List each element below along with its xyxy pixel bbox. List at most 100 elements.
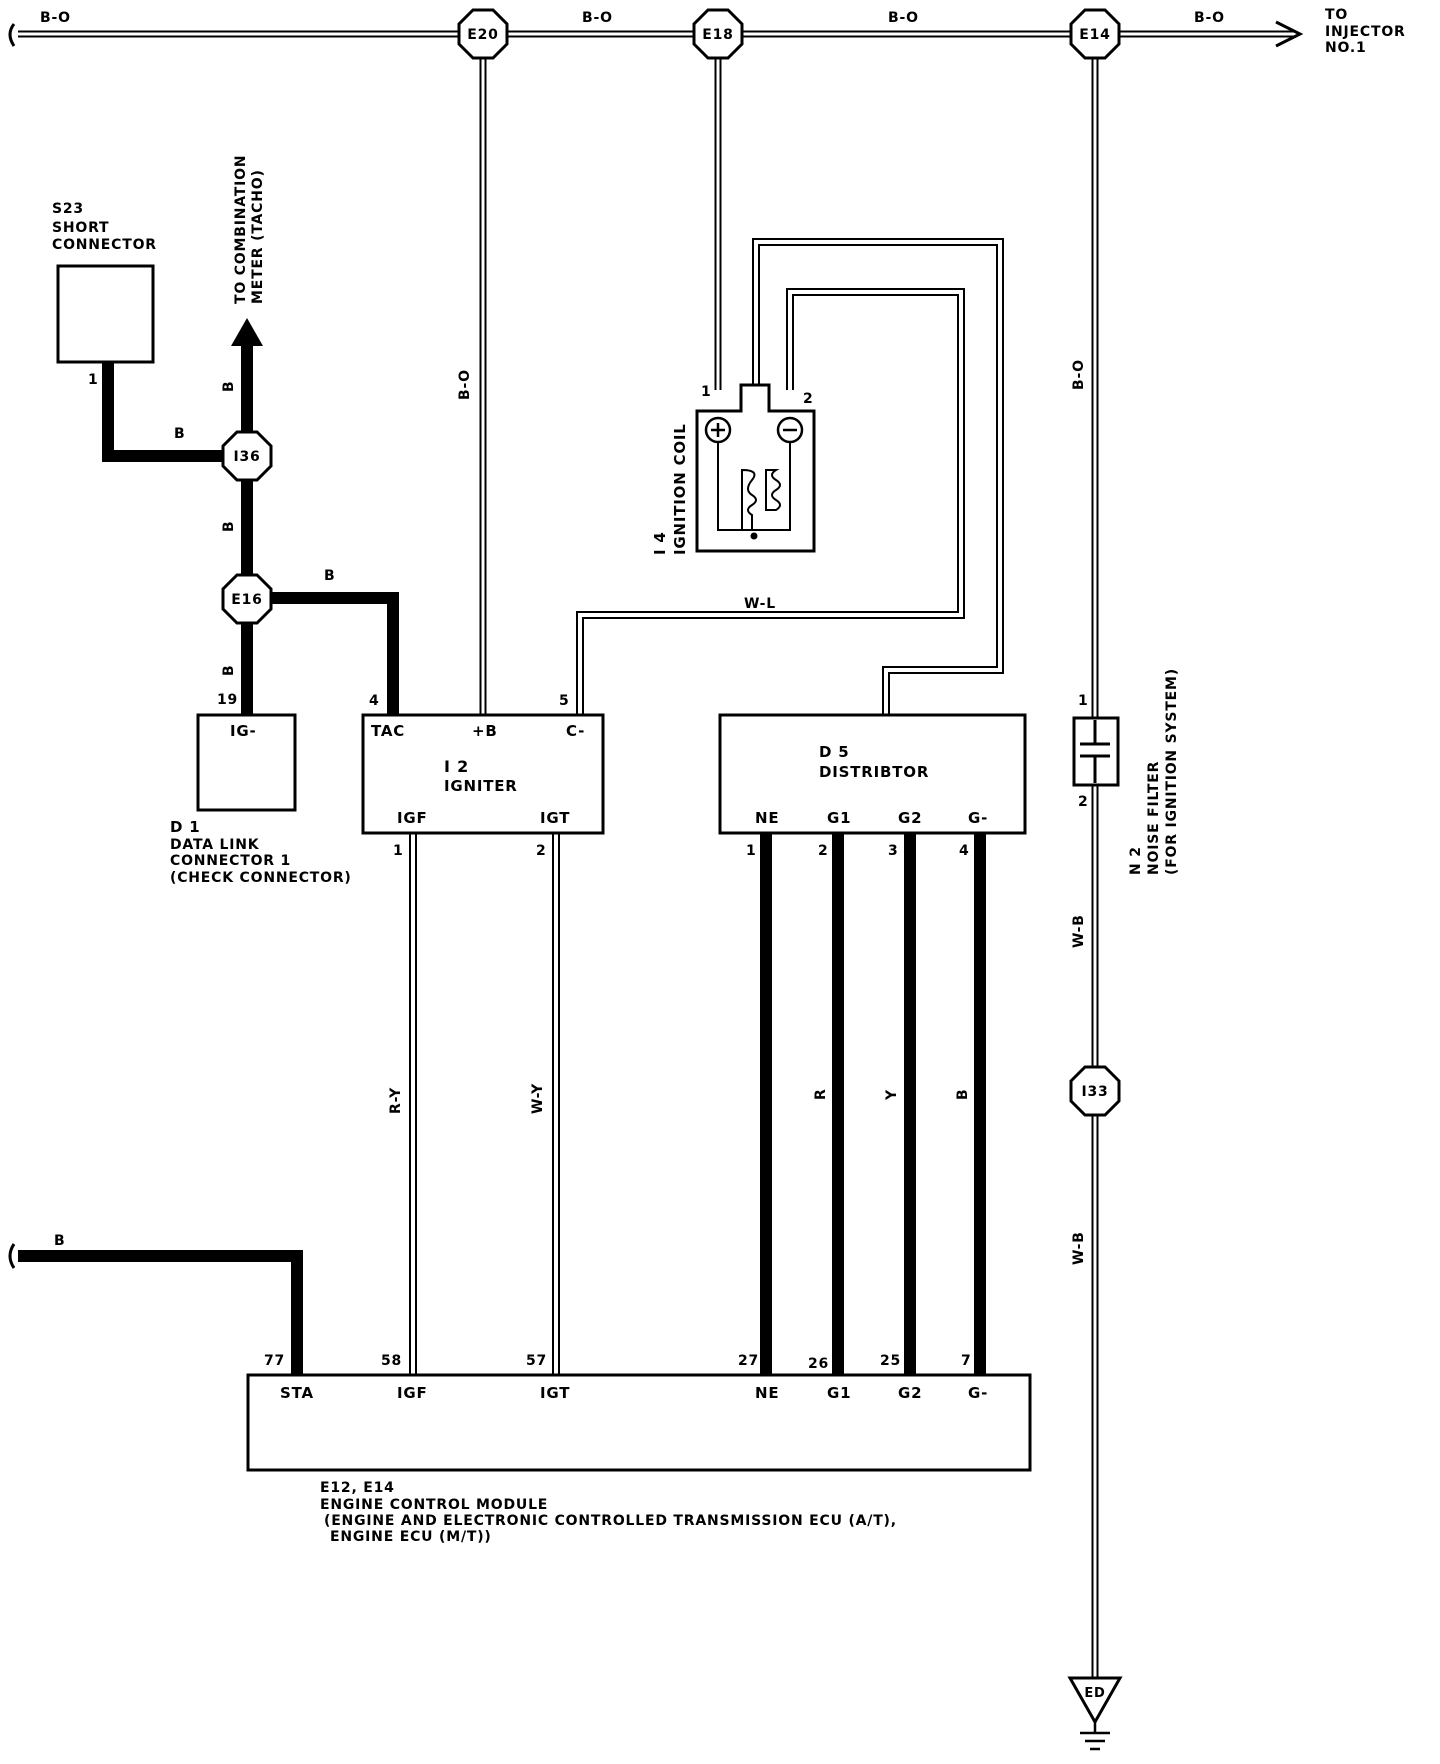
- svg-text:NO.1: NO.1: [1325, 40, 1367, 56]
- d1-name-2: CONNECTOR 1: [170, 853, 291, 869]
- ground-symbol-icon: [1080, 1722, 1110, 1751]
- ground-ed: ED: [1067, 1676, 1123, 1751]
- junction-e18: E18: [692, 8, 744, 60]
- coil-pin1: 1: [701, 384, 712, 400]
- svg-text:E14: E14: [1079, 27, 1110, 43]
- s23-short-connector: S23 SHORT CONNECTOR 1: [52, 201, 157, 388]
- wire-label: B-O: [40, 10, 71, 26]
- d5-gminus-num: 4: [959, 843, 970, 859]
- wire-label: W-L: [744, 596, 776, 612]
- d1-name-3: (CHECK CONNECTOR): [170, 870, 352, 886]
- coil-pin2: 2: [803, 391, 814, 407]
- d5-g1-num: 2: [818, 843, 829, 859]
- wire-label: W-B: [1071, 914, 1087, 948]
- tacho-destination: TO COMBINATION METER (TACHO): [233, 155, 266, 304]
- ecm-g1-num: 26: [808, 1356, 829, 1372]
- n2-pin2: 2: [1078, 794, 1089, 810]
- capacitor-symbol: [1080, 720, 1110, 783]
- ecm-igf-num: 58: [381, 1353, 402, 1369]
- d1-data-link-connector: 19 IG- D 1 DATA LINK CONNECTOR 1 (CHECK …: [170, 692, 352, 886]
- ecm-sta-num: 77: [264, 1353, 285, 1369]
- i2-igf-name: IGF: [397, 809, 428, 827]
- i2-cminus-num: 5: [559, 693, 570, 709]
- i2-igf-num: 1: [393, 843, 404, 859]
- svg-text:I36: I36: [233, 449, 260, 465]
- junction-e20: E20: [457, 8, 509, 60]
- i2-cminus-name: C-: [566, 722, 585, 740]
- svg-text:INJECTOR: INJECTOR: [1325, 24, 1406, 40]
- wire-label: R-Y: [388, 1087, 404, 1114]
- svg-text:TO COMBINATION: TO COMBINATION: [233, 155, 249, 304]
- svg-text:E18: E18: [702, 27, 733, 43]
- d5-name: DISTRIBTOR: [819, 763, 929, 781]
- s23-name-2: CONNECTOR: [52, 237, 157, 253]
- coil-primary-winding: [741, 468, 757, 530]
- coil-code: I 4: [651, 531, 669, 555]
- wire-label: Y: [884, 1089, 900, 1101]
- coil-name: IGNITION COIL: [671, 423, 689, 555]
- i2-plusb-name: +B: [472, 722, 498, 740]
- n2-pin1: 1: [1078, 693, 1089, 709]
- wire-label: R: [813, 1088, 829, 1100]
- ecm-name-3: ENGINE ECU (M/T)): [330, 1529, 492, 1545]
- n2-code: N 2: [1128, 846, 1144, 875]
- d5-g1-name: G1: [827, 809, 851, 827]
- junction-e16: E16: [221, 573, 273, 625]
- junction-i33: I33: [1069, 1065, 1121, 1117]
- wire-color-labels: B-O B-O B-O B-O B-O B-O W-L W-B W-B B B …: [40, 10, 1224, 1265]
- svg-text:I33: I33: [1081, 1084, 1108, 1100]
- d1-pin-num: 19: [217, 692, 238, 708]
- svg-text:ED: ED: [1084, 1686, 1105, 1701]
- wire-sta: [18, 1250, 303, 1375]
- d5-distributor: D 5 DISTRIBTOR NE G1 G2 G- 1 2 3 4: [718, 713, 1027, 859]
- wire-label: B: [221, 665, 237, 676]
- i4-ignition-coil: 1 2 I 4 IGNITION COIL: [651, 383, 816, 555]
- ecm-g2-num: 25: [880, 1353, 901, 1369]
- wire-label: W-Y: [530, 1083, 546, 1114]
- ecm-sta-name: STA: [280, 1384, 314, 1402]
- svg-text:METER (TACHO): METER (TACHO): [250, 169, 266, 304]
- junction-i36: I36: [221, 430, 273, 482]
- s23-code: S23: [52, 201, 84, 217]
- ecm-igt-num: 57: [526, 1353, 547, 1369]
- ecm-g2-name: G2: [898, 1384, 922, 1402]
- wire-label: W-B: [1071, 1231, 1087, 1265]
- n2-name-1: NOISE FILTER: [1146, 761, 1162, 875]
- d5-ne-name: NE: [755, 809, 779, 827]
- svg-text:TO: TO: [1325, 7, 1348, 23]
- i2-igt-name: IGT: [540, 809, 570, 827]
- wire-label: B-O: [582, 10, 613, 26]
- wire-label: B-O: [888, 10, 919, 26]
- wire-s23-i36: [102, 362, 235, 462]
- tacho-arrow: [231, 318, 263, 346]
- wire-e16-tac: [271, 592, 399, 715]
- junctions: E20 E18 E14 I36 E16 I33 ED: [221, 8, 1123, 1751]
- ecm-code: E12, E14: [320, 1480, 395, 1496]
- ecm-name-2: (ENGINE AND ELECTRONIC CONTROLLED TRANSM…: [324, 1513, 897, 1529]
- n2-noise-filter: 1 2 N 2 NOISE FILTER (FOR IGNITION SYSTE…: [1072, 668, 1180, 875]
- s23-pin: 1: [88, 372, 99, 388]
- wire-label: B: [221, 381, 237, 392]
- d1-name-1: DATA LINK: [170, 837, 260, 853]
- i2-code: I 2: [444, 757, 469, 776]
- i2-tac-name: TAC: [371, 722, 405, 740]
- n2-name-2: (FOR IGNITION SYSTEM): [1164, 668, 1180, 875]
- ecm-ne-num: 27: [738, 1353, 759, 1369]
- d5-g2-name: G2: [898, 809, 922, 827]
- ecm-gminus-num: 7: [961, 1353, 972, 1369]
- wire-label: B: [54, 1233, 65, 1249]
- i2-igt-num: 2: [536, 843, 547, 859]
- wire-label: B-O: [1071, 359, 1087, 390]
- ecm-igt-name: IGT: [540, 1384, 570, 1402]
- d5-g2-num: 3: [888, 843, 899, 859]
- wire-label: B: [221, 521, 237, 532]
- coil-secondary-winding: [765, 469, 781, 511]
- d5-code: D 5: [819, 743, 850, 761]
- ecm-g1-name: G1: [827, 1384, 851, 1402]
- ecm-ne-name: NE: [755, 1384, 779, 1402]
- ecm-igf-name: IGF: [397, 1384, 428, 1402]
- ecm-engine-control-module: 77 58 57 27 26 25 7 STA IGF IGT NE G1 G2…: [246, 1353, 1032, 1545]
- i2-name: IGNITER: [444, 777, 518, 795]
- wire-sta-break: [8, 1243, 16, 1269]
